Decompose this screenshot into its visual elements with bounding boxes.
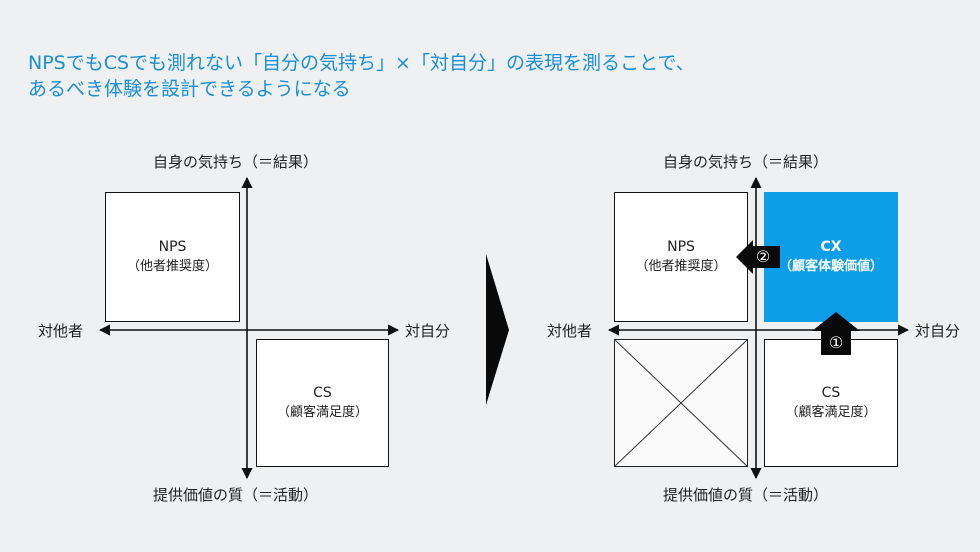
right-cs-title: CS [821, 385, 841, 401]
right-axis-left-label: 対他者 [547, 322, 593, 340]
headline-line-2: あるべき体験を設計できるようになる [28, 78, 351, 100]
left-cs-subtitle: （顧客満足度） [276, 405, 368, 420]
left-axis-top-label: 自身の気持ち（＝結果） [153, 153, 319, 171]
left-nps-box: NPS （他者推奨度） [105, 192, 240, 322]
right-nps-box: NPS （他者推奨度） [614, 192, 748, 322]
right-axis-bottom-label: 提供価値の質（＝活動） [663, 486, 829, 504]
left-cs-box: CS （顧客満足度） [256, 339, 389, 467]
right-empty-box [613, 338, 748, 467]
left-nps-subtitle: （他者推奨度） [126, 259, 218, 274]
right-cx-box: CX （顧客体験価値） [764, 192, 898, 322]
cross-icon [613, 338, 748, 467]
right-nps-title: NPS [667, 239, 695, 255]
step-1-label: ① [828, 333, 844, 352]
left-axis-left-label: 対他者 [38, 322, 84, 340]
right-axis-right-label: 対自分 [915, 322, 961, 340]
left-axis-right-label: 対自分 [405, 322, 451, 340]
right-cs-box: CS （顧客満足度） [764, 339, 898, 467]
right-nps-subtitle: （他者推奨度） [635, 259, 727, 274]
left-cs-title: CS [313, 385, 332, 401]
headline: NPSでもCSでも測れない「自分の気持ち」×「対自分」の表現を測ることで、 ある… [28, 50, 695, 102]
right-axis-top-label: 自身の気持ち（＝結果） [663, 153, 829, 171]
left-nps-title: NPS [158, 239, 187, 255]
headline-line-1: NPSでもCSでも測れない「自分の気持ち」×「対自分」の表現を測ることで、 [28, 52, 695, 74]
right-cs-subtitle: （顧客満足度） [785, 405, 877, 420]
left-axis-bottom-label: 提供価値の質（＝活動） [153, 486, 319, 504]
right-cx-subtitle: （顧客体験価値） [778, 259, 883, 274]
right-cx-title: CX [820, 239, 842, 255]
transition-arrow-icon [486, 254, 509, 405]
step-2-label: ② [755, 247, 771, 266]
